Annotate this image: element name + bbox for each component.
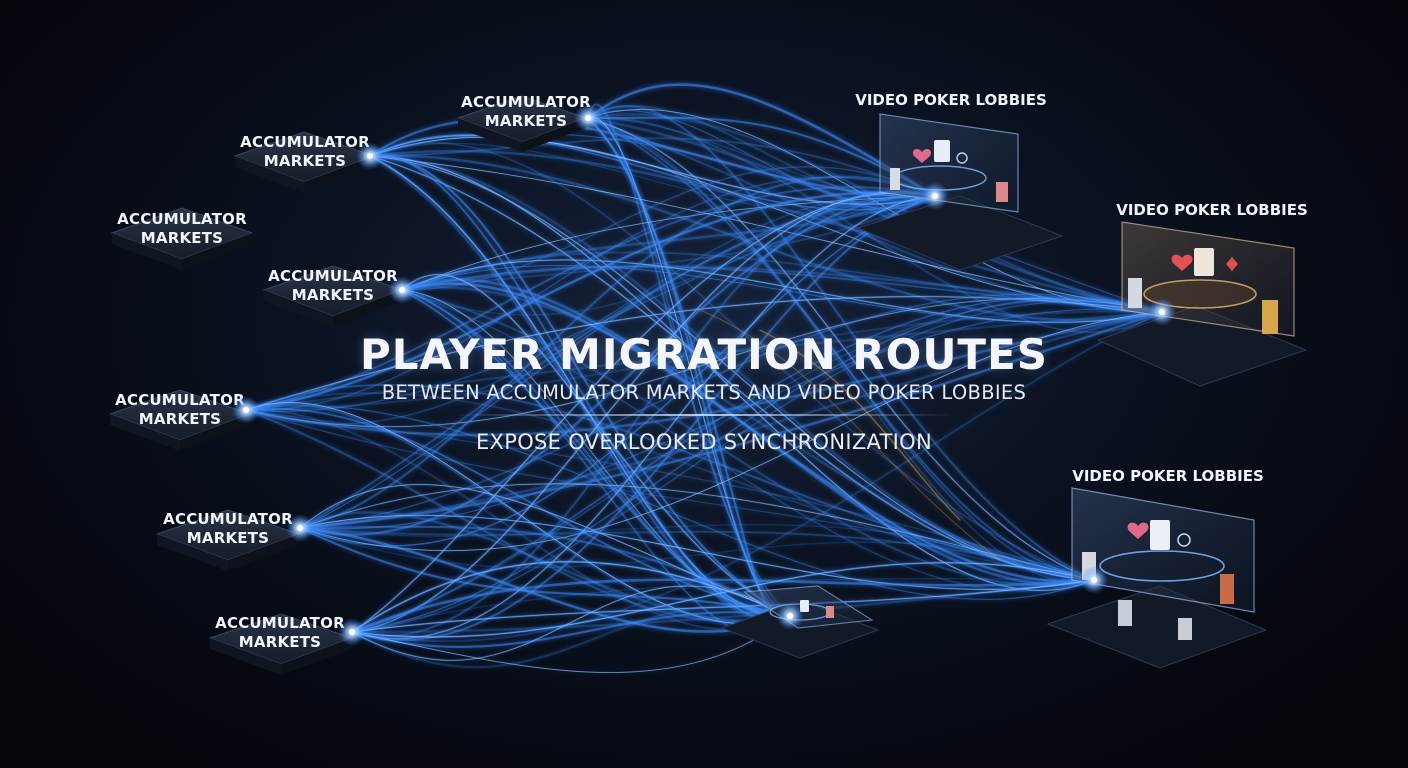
market-label-line2: MARKETS <box>139 410 221 428</box>
route-line <box>300 512 790 621</box>
route-endpoint <box>932 193 938 199</box>
route-endpoint <box>1091 577 1097 583</box>
market-label-line2: MARKETS <box>264 152 346 170</box>
accumulator-market-node: ACCUMULATOR MARKETS <box>112 208 252 270</box>
market-label-line1: ACCUMULATOR <box>115 391 245 409</box>
title-divider <box>454 414 954 416</box>
page-title: PLAYER MIGRATION ROUTES <box>300 330 1108 379</box>
chip-stack-icon <box>826 606 834 618</box>
tagline: EXPOSE OVERLOOKED SYNCHRONIZATION <box>300 430 1108 454</box>
route-endpoint <box>349 629 355 635</box>
playing-card-icon <box>934 140 950 162</box>
route-endpoint <box>243 407 249 413</box>
market-label-line2: MARKETS <box>187 529 269 547</box>
route-endpoint <box>399 287 405 293</box>
accumulator-market-node: ACCUMULATOR MARKETS <box>110 390 250 451</box>
route-endpoint <box>585 115 591 121</box>
route-endpoint <box>1159 309 1165 315</box>
route-endpoint <box>367 153 373 159</box>
market-label-line1: ACCUMULATOR <box>163 510 293 528</box>
playing-card-icon <box>1194 248 1214 276</box>
accumulator-market-node: ACCUMULATOR MARKETS <box>264 266 402 327</box>
market-label-line2: MARKETS <box>141 229 223 247</box>
page-subtitle: BETWEEN ACCUMULATOR MARKETS AND VIDEO PO… <box>300 381 1108 404</box>
route-endpoint <box>787 613 793 619</box>
market-label-line2: MARKETS <box>239 633 321 651</box>
lobby-label: VIDEO POKER LOBBIES <box>855 91 1047 109</box>
market-label-line1: ACCUMULATOR <box>268 267 398 285</box>
playing-card-icon <box>1150 520 1170 550</box>
market-label-line2: MARKETS <box>485 112 567 130</box>
market-label-line1: ACCUMULATOR <box>240 133 370 151</box>
market-label-line1: ACCUMULATOR <box>461 93 591 111</box>
market-label-line1: ACCUMULATOR <box>215 614 345 632</box>
market-label-line1: ACCUMULATOR <box>117 210 247 228</box>
market-label-line2: MARKETS <box>292 286 374 304</box>
route-endpoint <box>297 525 303 531</box>
lobby-label: VIDEO POKER LOBBIES <box>1072 467 1264 485</box>
accumulator-market-node: ACCUMULATOR MARKETS <box>157 510 299 571</box>
accumulator-market-node: ACCUMULATOR MARKETS <box>235 132 374 193</box>
video-poker-lobby: VIDEO POKER LOBBIES <box>1098 201 1308 386</box>
video-poker-lobby: VIDEO POKER LOBBIES <box>1048 467 1266 668</box>
lobby-label: VIDEO POKER LOBBIES <box>1116 201 1308 219</box>
accumulator-market-node: ACCUMULATOR MARKETS <box>210 614 352 675</box>
